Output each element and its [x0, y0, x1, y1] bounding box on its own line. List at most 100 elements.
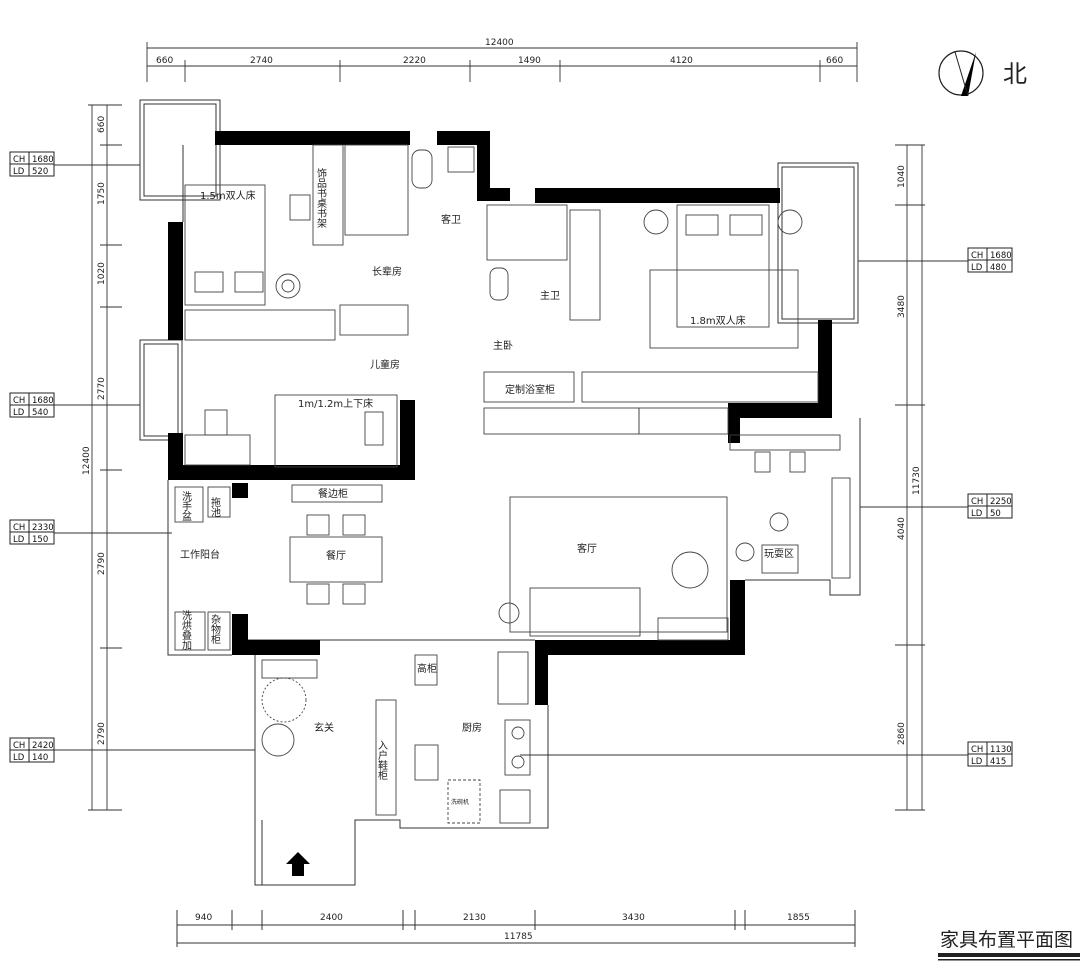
- shoe-cabinet: [375, 699, 397, 816]
- sideboard: [291, 484, 383, 503]
- tag-ld: 540: [32, 408, 48, 418]
- tag-ld-label: LD: [971, 263, 983, 273]
- desk-shelf: [312, 144, 344, 246]
- tag-ld: 150: [32, 535, 48, 545]
- dim-top: 1490: [518, 56, 541, 66]
- tag-ld-label: LD: [971, 509, 983, 519]
- dim-left-total: 12400: [82, 446, 92, 475]
- dim-right: 3480: [897, 295, 907, 318]
- tag-ch: 2250: [990, 497, 1012, 507]
- label-tall-cabinet: 高柜: [417, 662, 437, 675]
- tag-ch: 1130: [990, 745, 1012, 755]
- tag-ch-label: CH: [13, 396, 25, 406]
- dim-bottom-total: 11785: [504, 932, 533, 942]
- tag-ch-label: CH: [971, 745, 983, 755]
- label-mop-sink: 拖池: [209, 496, 221, 517]
- label-wash-basin: 洗手盆: [180, 491, 192, 521]
- guest-shower: [344, 144, 409, 236]
- dim-left: 1020: [97, 262, 107, 285]
- title-underline: [938, 959, 1080, 961]
- dim-left: 2790: [97, 722, 107, 745]
- tag-ch: 2420: [32, 741, 54, 751]
- label-bed-18: 1.8m双人床: [690, 314, 746, 327]
- bunk-bed: [274, 394, 398, 468]
- label-sideboard: 餐边柜: [318, 487, 348, 500]
- bottom-dimensions: 940 2400 2130 3430 1855 11785: [176, 910, 856, 947]
- label-bed-15: 1.5m双人床: [200, 189, 256, 202]
- tag-ch: 1680: [32, 155, 54, 165]
- label-washer-dryer: 洗烘叠加: [180, 610, 192, 650]
- dim-right: 4040: [897, 517, 907, 540]
- room-labels: 1.5m双人床 饰品书桌书架 客卫 长辈房 主卫 主卧 1.8m双人床 定制浴室…: [180, 167, 795, 806]
- tag-ch: 1680: [990, 251, 1012, 261]
- dim-top: 660: [156, 56, 173, 66]
- tag-ch-label: CH: [13, 523, 25, 533]
- tag-ch-label: CH: [13, 741, 25, 751]
- dim-bottom: 940: [195, 913, 212, 923]
- north-label: 北: [1003, 60, 1027, 88]
- label-kids-room: 儿童房: [370, 358, 400, 371]
- label-vanity: 定制浴室柜: [505, 383, 555, 396]
- dim-bottom: 3430: [622, 913, 645, 923]
- tag-ch-label: CH: [971, 497, 983, 507]
- title-underline: [938, 953, 1080, 957]
- tag-ch-label: CH: [971, 251, 983, 261]
- tag-ld-label: LD: [13, 753, 25, 763]
- sofa: [529, 587, 641, 637]
- label-storage: 杂物柜: [209, 614, 221, 645]
- tag-ld: 140: [32, 753, 48, 763]
- furniture: [174, 144, 851, 885]
- left-dimensions: 660 1750 1020 2770 2790 2790 12400: [82, 104, 122, 811]
- bed-15: [184, 184, 266, 306]
- label-play-area: 玩耍区: [764, 548, 794, 560]
- dim-right-total: 11730: [912, 466, 922, 495]
- label-master-bath: 主卫: [540, 290, 560, 302]
- top-dimensions: 12400 660 2740 2220 1490 4120 660: [146, 38, 858, 82]
- label-dining: 餐厅: [326, 549, 346, 562]
- dim-top: 2740: [250, 56, 273, 66]
- dim-left: 1750: [97, 182, 107, 205]
- bed-18: [676, 204, 770, 328]
- label-living: 客厅: [577, 542, 597, 555]
- tag-ld: 520: [32, 167, 48, 177]
- dim-right: 2860: [897, 722, 907, 745]
- tag-ch: 2330: [32, 523, 54, 533]
- tag-ld-label: LD: [13, 535, 25, 545]
- dim-left: 2770: [97, 377, 107, 400]
- tag-ld-label: LD: [13, 167, 25, 177]
- label-kitchen: 厨房: [462, 721, 482, 734]
- tag-ld-label: LD: [971, 757, 983, 767]
- dim-top: 4120: [670, 56, 693, 66]
- tag-ld: 50: [990, 509, 1001, 519]
- dim-top: 660: [826, 56, 843, 66]
- tag-ld: 480: [990, 263, 1006, 273]
- dim-bottom: 2130: [463, 913, 486, 923]
- label-desk-shelf: 饰品书桌书架: [315, 167, 327, 229]
- walls: [168, 131, 832, 705]
- tag-ld: 415: [990, 757, 1006, 767]
- dim-bottom: 2400: [320, 913, 343, 923]
- label-shoe-cabinet: 入户鞋柜: [376, 740, 388, 781]
- label-bunk-bed: 1m/1.2m上下床: [298, 397, 373, 410]
- label-guest-bath: 客卫: [441, 213, 461, 226]
- dim-top-total: 12400: [485, 38, 514, 48]
- dim-left: 660: [97, 116, 107, 133]
- right-dimensions: 1040 3480 11730 4040 2860: [895, 144, 925, 811]
- label-work-balcony: 工作阳台: [180, 548, 220, 561]
- label-entrance: 玄关: [314, 721, 334, 734]
- drawing-title: 家具布置平面图: [940, 929, 1073, 951]
- label-master-bedroom: 主卧: [493, 339, 513, 352]
- dim-right: 1040: [897, 165, 907, 188]
- tag-ld-label: LD: [13, 408, 25, 418]
- dining-table: [289, 536, 383, 583]
- entry-arrow-icon: [286, 852, 310, 876]
- dim-bottom: 1855: [787, 913, 810, 923]
